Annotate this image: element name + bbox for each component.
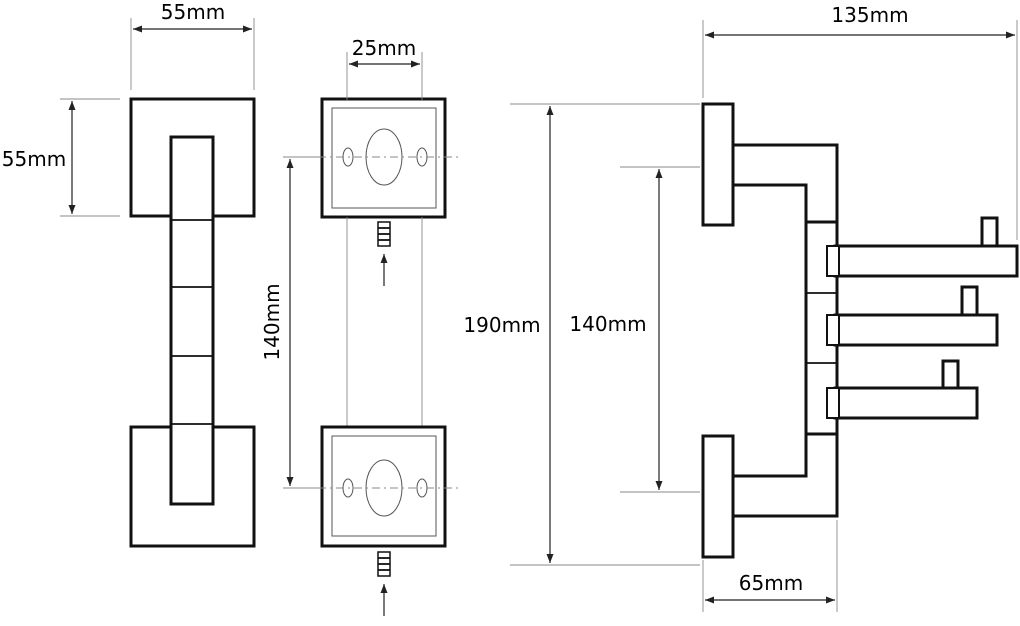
total-height-label: 190mm <box>463 313 540 337</box>
mounting-view <box>300 97 460 616</box>
total-depth-dimension: 135mm <box>702 3 1018 240</box>
front-width-label: 55mm <box>161 0 225 24</box>
total-height-dimension: 190mm <box>463 103 700 566</box>
total-depth-label: 135mm <box>831 3 908 27</box>
front-height-label: 55mm <box>2 147 66 171</box>
side-mount-spacing-dimension: 140mm <box>569 166 700 493</box>
side-view <box>701 102 1019 559</box>
mount-spacing-dimension: 140mm <box>260 156 320 489</box>
hole-spacing-label: 25mm <box>352 36 416 60</box>
arm-depth-dimension: 65mm <box>702 520 838 612</box>
front-height-dimension: 55mm <box>2 98 120 217</box>
front-width-dimension: 55mm <box>130 0 255 90</box>
mount-spacing-label: 140mm <box>260 283 284 360</box>
hole-spacing-dimension: 25mm <box>346 36 423 100</box>
arm-depth-label: 65mm <box>739 571 803 595</box>
front-view <box>129 97 256 548</box>
side-mount-spacing-label: 140mm <box>569 312 646 336</box>
